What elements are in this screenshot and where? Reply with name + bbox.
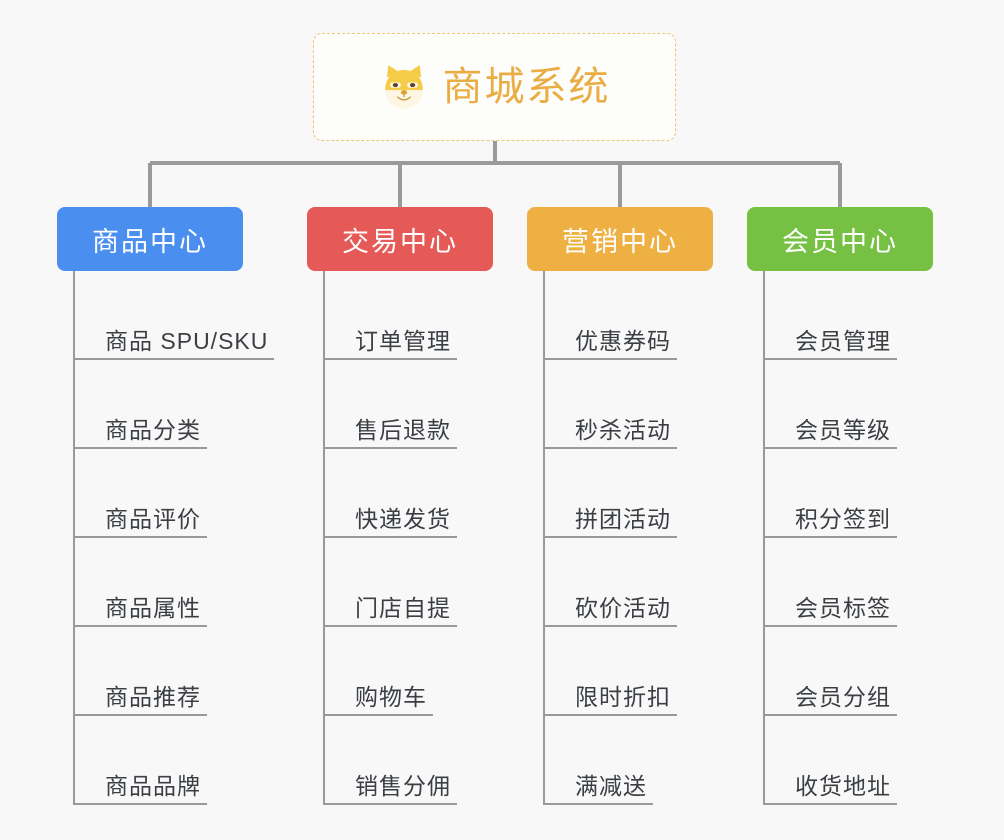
leaf-item[interactable]: 会员等级 <box>763 360 977 449</box>
leaf-item-label: 会员等级 <box>795 416 891 443</box>
leaf-underline <box>543 625 677 627</box>
leaf-list-3: 会员管理会员等级积分签到会员标签会员分组收货地址 <box>763 271 977 805</box>
leaf-item-label: 优惠券码 <box>575 327 671 354</box>
root-node[interactable]: 商城系统 <box>313 33 676 141</box>
leaf-underline <box>73 803 207 805</box>
leaf-item-label: 限时折扣 <box>575 683 671 710</box>
category-header-label: 交易中心 <box>342 226 458 257</box>
leaf-item[interactable]: 优惠券码 <box>543 271 757 360</box>
leaf-item[interactable]: 快递发货 <box>323 449 537 538</box>
leaf-stem <box>73 271 75 805</box>
leaf-item-label: 快递发货 <box>355 505 451 532</box>
leaf-underline <box>543 714 677 716</box>
category-header-1[interactable]: 交易中心 <box>307 207 493 271</box>
leaf-item-label: 砍价活动 <box>575 594 671 621</box>
leaf-item-label: 订单管理 <box>355 327 451 354</box>
leaf-underline <box>543 358 677 360</box>
leaf-item[interactable]: 满减送 <box>543 716 757 805</box>
leaf-underline <box>763 625 897 627</box>
leaf-underline <box>323 803 457 805</box>
leaf-item-label: 商品属性 <box>105 594 201 621</box>
leaf-underline <box>73 714 207 716</box>
leaf-item-label: 门店自提 <box>355 594 451 621</box>
leaf-item[interactable]: 购物车 <box>323 627 537 716</box>
category-header-2[interactable]: 营销中心 <box>527 207 713 271</box>
leaf-item[interactable]: 售后退款 <box>323 360 537 449</box>
leaf-underline <box>763 358 897 360</box>
leaf-underline <box>543 447 677 449</box>
leaf-item[interactable]: 商品评价 <box>73 449 287 538</box>
leaf-item[interactable]: 销售分佣 <box>323 716 537 805</box>
category-header-label: 商品中心 <box>92 226 208 257</box>
leaf-stem <box>543 271 545 805</box>
leaf-item[interactable]: 商品推荐 <box>73 627 287 716</box>
category-header-label: 营销中心 <box>562 226 678 257</box>
leaf-item-label: 满减送 <box>575 772 647 799</box>
leaf-item-label: 积分签到 <box>795 505 891 532</box>
category-column-0: 商品中心 商品 SPU/SKU 商品分类商品评价商品属性商品推荐商品品牌 <box>57 207 287 805</box>
leaf-underline <box>763 447 897 449</box>
leaf-item[interactable]: 秒杀活动 <box>543 360 757 449</box>
leaf-underline <box>73 536 207 538</box>
leaf-item[interactable]: 门店自提 <box>323 538 537 627</box>
leaf-underline <box>323 714 433 716</box>
leaf-item[interactable]: 限时折扣 <box>543 627 757 716</box>
leaf-item-label: 销售分佣 <box>355 772 451 799</box>
category-header-0[interactable]: 商品中心 <box>57 207 243 271</box>
leaf-item-label: 商品品牌 <box>105 772 201 799</box>
leaf-item-label: 拼团活动 <box>575 505 671 532</box>
leaf-item[interactable]: 收货地址 <box>763 716 977 805</box>
leaf-underline <box>323 536 457 538</box>
leaf-underline <box>543 803 653 805</box>
leaf-item-label: 商品评价 <box>105 505 201 532</box>
leaf-item[interactable]: 商品分类 <box>73 360 287 449</box>
leaf-item-label: 商品推荐 <box>105 683 201 710</box>
leaf-item-label: 售后退款 <box>355 416 451 443</box>
leaf-underline <box>73 447 207 449</box>
leaf-list-1: 订单管理售后退款快递发货门店自提购物车销售分佣 <box>323 271 537 805</box>
leaf-list-2: 优惠券码秒杀活动拼团活动砍价活动限时折扣满减送 <box>543 271 757 805</box>
leaf-item[interactable]: 会员管理 <box>763 271 977 360</box>
leaf-item-label: 秒杀活动 <box>575 416 671 443</box>
category-column-1: 交易中心 订单管理售后退款快递发货门店自提购物车销售分佣 <box>307 207 537 805</box>
leaf-underline <box>73 625 207 627</box>
leaf-item-label: 会员标签 <box>795 594 891 621</box>
category-column-3: 会员中心 会员管理会员等级积分签到会员标签会员分组收货地址 <box>747 207 977 805</box>
category-column-2: 营销中心 优惠券码秒杀活动拼团活动砍价活动限时折扣满减送 <box>527 207 757 805</box>
leaf-underline <box>543 536 677 538</box>
leaf-item[interactable]: 商品属性 <box>73 538 287 627</box>
category-header-label: 会员中心 <box>782 226 898 257</box>
leaf-underline <box>323 447 457 449</box>
leaf-item[interactable]: 拼团活动 <box>543 449 757 538</box>
leaf-item[interactable]: 商品品牌 <box>73 716 287 805</box>
shiba-dog-face-icon <box>384 65 423 109</box>
leaf-underline <box>763 536 897 538</box>
leaf-item-label: 购物车 <box>355 683 427 710</box>
leaf-item[interactable]: 商品 SPU/SKU <box>73 271 287 360</box>
leaf-item-label: 商品 SPU/SKU <box>105 327 269 354</box>
leaf-item-label: 会员分组 <box>795 683 891 710</box>
leaf-item[interactable]: 积分签到 <box>763 449 977 538</box>
leaf-item-label: 商品分类 <box>105 416 201 443</box>
leaf-underline <box>763 714 897 716</box>
leaf-stem <box>763 271 765 805</box>
category-header-3[interactable]: 会员中心 <box>747 207 933 271</box>
leaf-item-label: 收货地址 <box>795 772 891 799</box>
leaf-underline <box>763 803 897 805</box>
leaf-item[interactable]: 会员标签 <box>763 538 977 627</box>
leaf-item[interactable]: 砍价活动 <box>543 538 757 627</box>
leaf-underline <box>323 358 457 360</box>
root-title: 商城系统 <box>442 65 611 109</box>
leaf-item-label: 会员管理 <box>795 327 891 354</box>
leaf-list-0: 商品 SPU/SKU 商品分类商品评价商品属性商品推荐商品品牌 <box>73 271 287 805</box>
leaf-item[interactable]: 订单管理 <box>323 271 537 360</box>
leaf-underline <box>323 625 457 627</box>
leaf-underline <box>73 358 274 360</box>
leaf-stem <box>323 271 325 805</box>
leaf-item[interactable]: 会员分组 <box>763 627 977 716</box>
